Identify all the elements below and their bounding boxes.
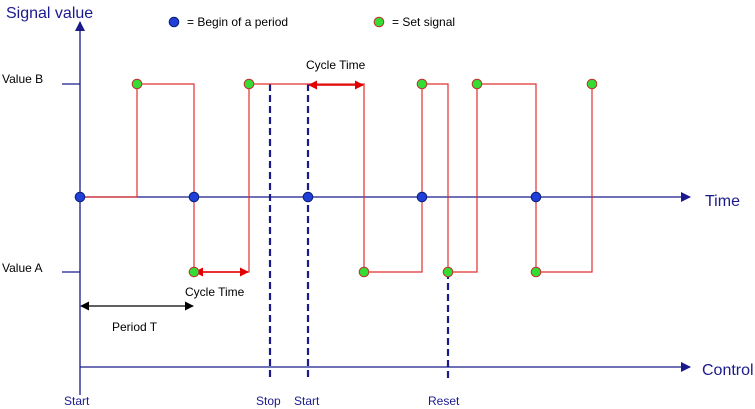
set-signal-dot <box>442 266 454 278</box>
legend: = Begin of a period = Set signal <box>168 15 455 29</box>
begin-period-markers <box>74 191 542 203</box>
set-signal-dot <box>188 266 200 278</box>
set-signal-dot <box>530 266 542 278</box>
control-event-start-2: Start <box>294 394 320 408</box>
legend-set-label: = Set signal <box>392 15 455 29</box>
cycle-time-label-bottom: Cycle Time <box>185 285 245 299</box>
control-event-stop: Stop <box>256 394 281 408</box>
signal-axis-title: Signal value <box>6 5 93 22</box>
set-signal-dot <box>586 78 598 90</box>
value-a-label: Value A <box>2 261 42 275</box>
begin-period-dot <box>188 191 200 203</box>
control-event-reset: Reset <box>428 394 460 408</box>
set-signal-dot <box>243 78 255 90</box>
signal-waveform <box>80 83 593 273</box>
control-event-start-1: Start <box>64 394 90 408</box>
set-signal-dot <box>131 78 143 90</box>
set-signal-dot <box>471 78 483 90</box>
control-axis-label: Control <box>702 362 754 379</box>
begin-period-dot <box>302 191 314 203</box>
legend-set-dot <box>373 16 385 28</box>
set-signal-dot <box>416 78 428 90</box>
cycle-time-label-top: Cycle Time <box>306 58 366 72</box>
begin-period-dot <box>74 191 86 203</box>
legend-begin-label: = Begin of a period <box>187 15 288 29</box>
set-signal-dot <box>358 266 370 278</box>
period-label: Period T <box>112 320 158 334</box>
begin-period-dot <box>530 191 542 203</box>
legend-begin-dot <box>168 16 180 28</box>
set-signal-markers <box>131 78 598 278</box>
value-b-label: Value B <box>2 72 43 86</box>
begin-period-dot <box>416 191 428 203</box>
time-axis-label: Time <box>705 193 740 210</box>
